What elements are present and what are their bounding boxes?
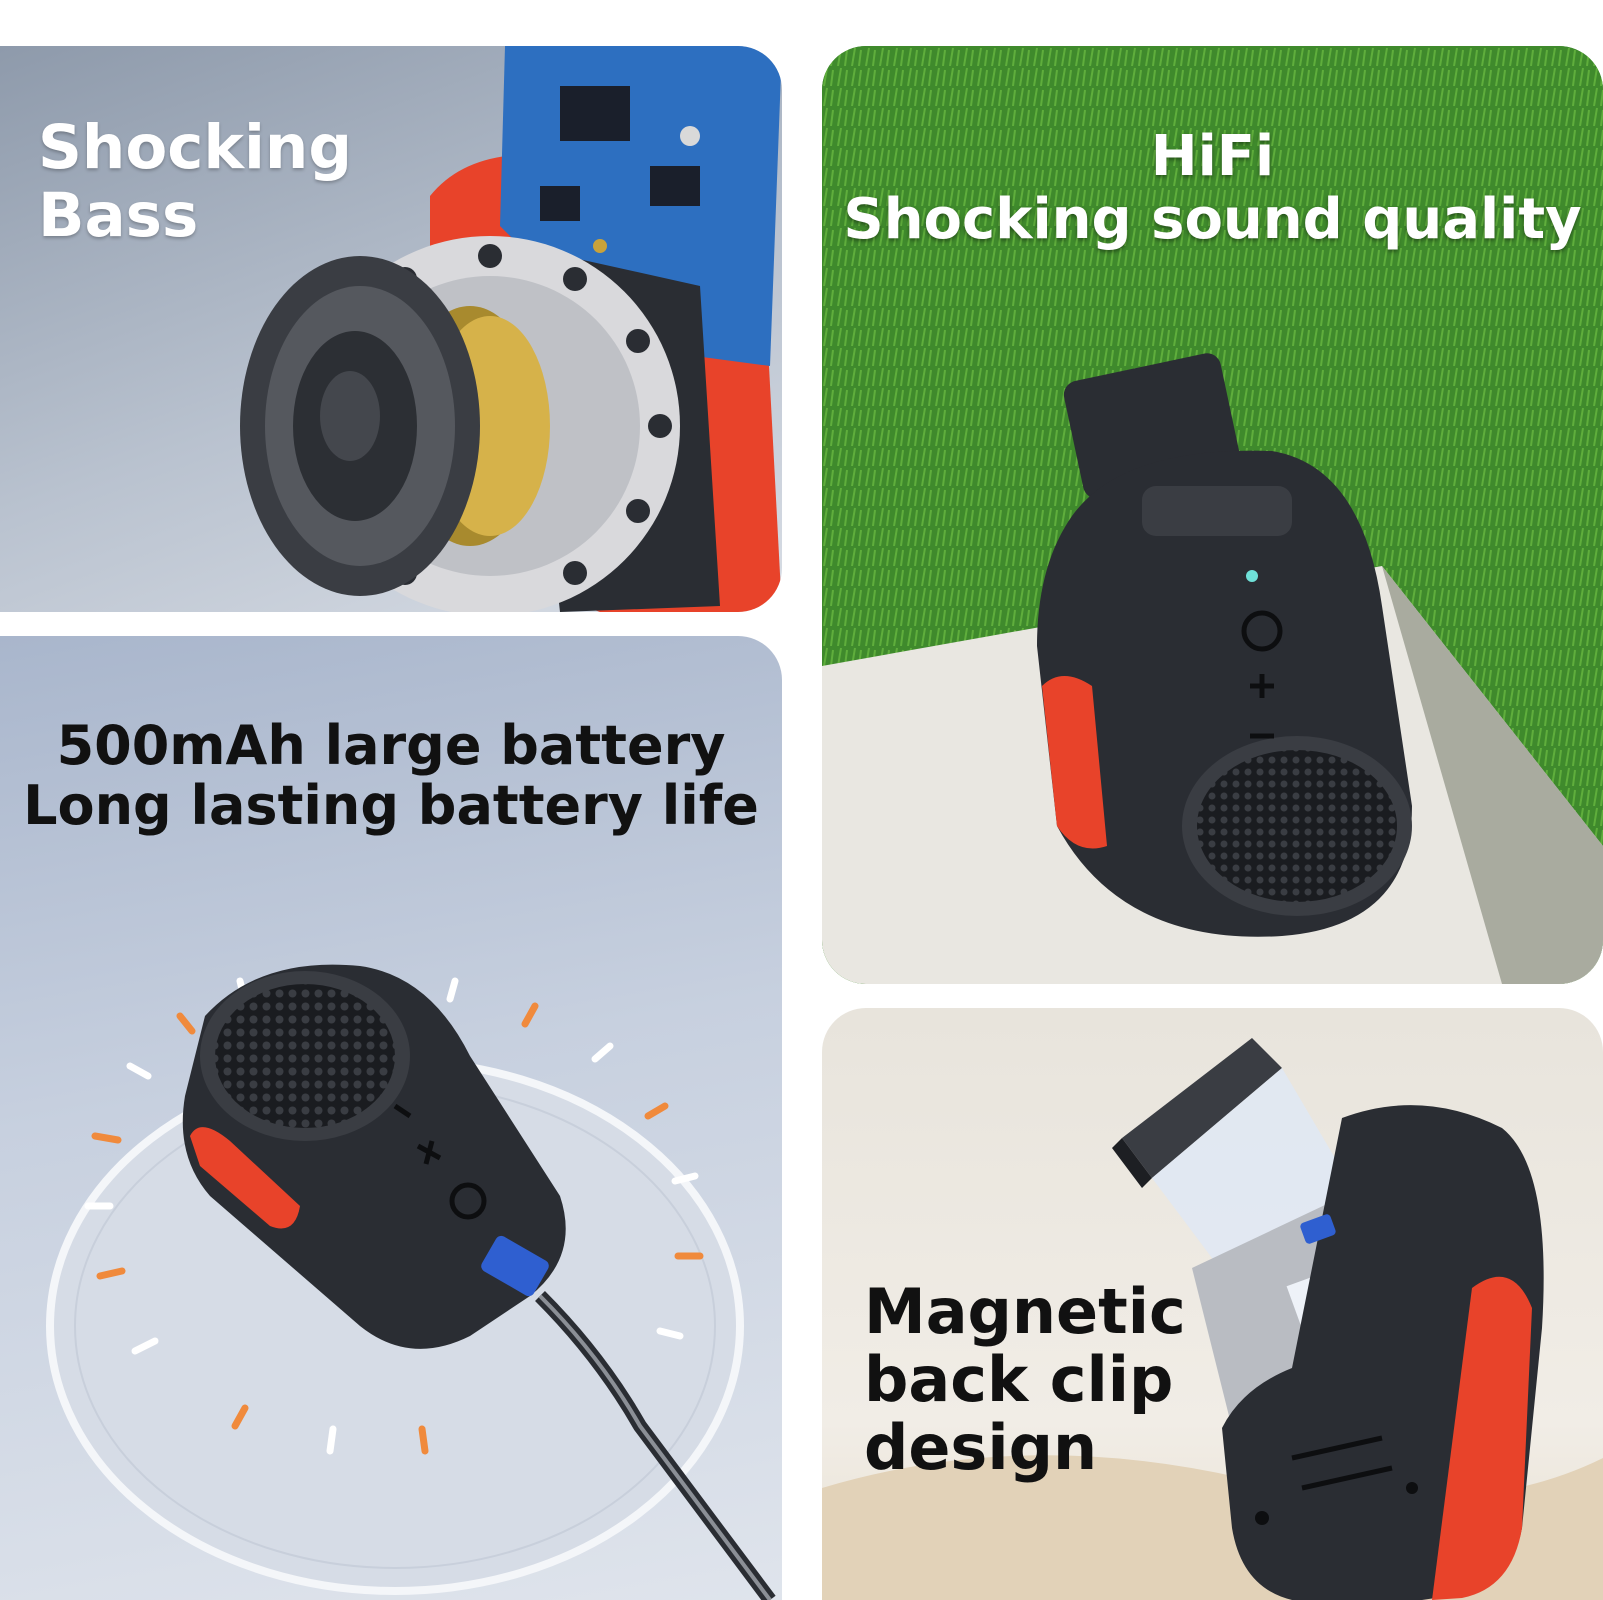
clip-caption: Magnetic back clip design	[864, 1275, 1186, 1485]
charging-cable-icon	[46, 964, 776, 1600]
bass-caption: Shocking Bass	[38, 112, 352, 252]
hifi-title-line2: Shocking sound quality	[843, 186, 1582, 252]
hifi-title-line1: HiFi	[1150, 124, 1275, 189]
magnet-plate-icon	[822, 1038, 1603, 1600]
panel-magnetic-clip: Magnetic back clip design	[822, 1008, 1603, 1600]
speaker-driver-icon	[240, 46, 782, 612]
panel-battery: 500mAh large battery Long lasting batter…	[0, 636, 782, 1600]
panel-shocking-bass: Shocking Bass	[0, 46, 782, 612]
panel-hifi-sound: HiFi Shocking sound quality	[822, 46, 1603, 984]
battery-title-line1: 500mAh large battery	[56, 714, 726, 777]
speaker-device-icon	[822, 46, 1603, 984]
hifi-caption: HiFi Shocking sound quality	[822, 124, 1603, 252]
bass-title-line2: Bass	[38, 180, 199, 252]
bass-title-line1: Shocking	[38, 112, 352, 183]
clip-title-line1: Magnetic	[864, 1275, 1186, 1348]
battery-title-line2: Long lasting battery life	[23, 774, 759, 838]
battery-caption: 500mAh large battery Long lasting batter…	[0, 714, 782, 838]
clip-title-line3: design	[864, 1411, 1098, 1485]
clip-title-line2: back clip	[864, 1343, 1174, 1417]
